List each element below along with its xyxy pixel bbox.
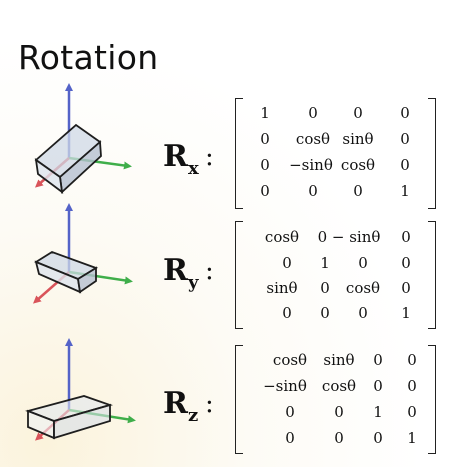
rx-cell-2-3: 0 [400,156,410,174]
rz-cell-0-2: 0 [373,351,383,369]
rz-cell-1-2: 0 [373,377,383,395]
ry-cell-0-1: 0 − sinθ [317,228,381,246]
rz-cell-1-0: −sinθ [263,377,307,395]
ry-matrix-bracket-right [428,221,436,329]
rx-cell-2-0: 0 [260,156,270,174]
ry-cell-0-2: 0 [401,228,411,246]
rz-colon: : [205,389,214,419]
rx-cell-3-2: 0 [353,182,363,200]
rx-matrix: 1 0 0 0 0 cosθ sinθ 0 0 −sinθ cosθ 0 0 0… [235,98,436,209]
ry-cell-2-0: sinθ [266,279,298,297]
rx-cell-1-3: 0 [400,130,410,148]
ry-axes-icon [32,203,133,304]
ry-matrix-bracket-left [235,221,243,329]
rz-label: Rz [163,386,199,426]
ry-cell-3-0: 0 [282,304,292,322]
rx-matrix-bracket-right [428,98,436,209]
ry-label: Ry [163,253,199,293]
ry-matrix: cosθ 0 − sinθ 0 0 1 0 0 sinθ 0 cosθ 0 0 … [235,221,436,329]
rz-cell-1-1: cosθ [321,377,357,395]
rz-matrix: cosθ sinθ 0 0 −sinθ cosθ 0 0 0 0 1 0 0 0… [235,345,436,454]
ry-cell-3-1: 0 [320,304,330,322]
rx-cell-2-2: cosθ [340,156,376,174]
rx-cell-3-1: 0 [308,182,318,200]
ry-cell-3-3: 1 [401,304,411,322]
rz-rotated-box-icon [25,395,113,440]
rx-cell-0-1: 0 [308,104,318,122]
rz-cell-3-0: 0 [285,429,295,447]
rz-cell-0-3: 0 [407,351,417,369]
ry-rotated-box-icon [34,251,99,294]
rx-cell-3-0: 0 [260,182,270,200]
rz-cell-2-2: 1 [373,403,383,421]
rx-axes-icon [34,83,132,195]
ry-cell-2-3: 0 [401,279,411,297]
rx-cell-3-3: 1 [400,182,410,200]
ry-cell-2-1: 0 [320,279,330,297]
rz-cell-3-3: 1 [407,429,417,447]
rz-cell-2-1: 0 [334,403,344,421]
rz-cell-2-0: 0 [285,403,295,421]
rz-cell-3-1: 0 [334,429,344,447]
ry-cell-0-0: cosθ [264,228,300,246]
ry-cell-3-2: 0 [358,304,368,322]
ry-cell-2-2: cosθ [345,279,381,297]
rx-rotated-box-icon [34,123,102,195]
ry-cell-1-2: 0 [358,254,368,272]
rz-cell-0-1: sinθ [323,351,355,369]
rz-cell-3-2: 0 [373,429,383,447]
ry-colon: : [205,256,214,286]
ry-cell-1-3: 0 [401,254,411,272]
rz-cell-0-0: cosθ [272,351,308,369]
rz-axes-icon [25,338,136,441]
rx-cell-0-2: 0 [353,104,363,122]
ry-cell-1-1: 1 [320,254,330,272]
rz-matrix-bracket-left [235,345,243,454]
rx-cell-1-2: sinθ [342,130,374,148]
rx-colon: : [205,142,214,172]
rx-cell-1-1: cosθ [295,130,331,148]
rx-matrix-bracket-left [235,98,243,209]
rz-cell-1-3: 0 [407,377,417,395]
rz-cell-2-3: 0 [407,403,417,421]
rz-matrix-bracket-right [428,345,436,454]
rx-cell-1-0: 0 [260,130,270,148]
rx-cell-2-1: −sinθ [289,156,333,174]
rx-cell-0-0: 1 [260,104,270,122]
rx-cell-0-3: 0 [400,104,410,122]
rx-label: Rx [163,139,199,179]
page-title: Rotation [18,38,159,77]
ry-cell-1-0: 0 [282,254,292,272]
